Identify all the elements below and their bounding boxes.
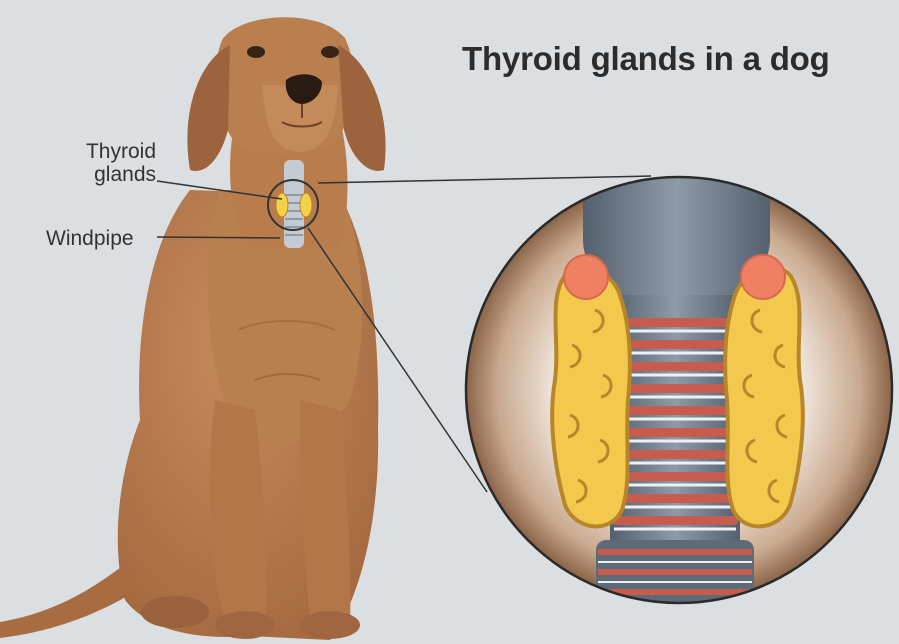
label-thyroid-glands: Thyroid glands [64, 140, 156, 186]
label-windpipe: Windpipe [46, 227, 134, 250]
magnifier-circle [466, 170, 892, 610]
dog-illustration [0, 17, 386, 640]
label-thyroid-line1: Thyroid [64, 140, 156, 163]
thyroid-gland-left [552, 255, 630, 526]
thyroid-gland-right [725, 255, 803, 526]
diagram-title: Thyroid glands in a dog [462, 40, 899, 78]
label-thyroid-line2: glands [64, 163, 156, 186]
